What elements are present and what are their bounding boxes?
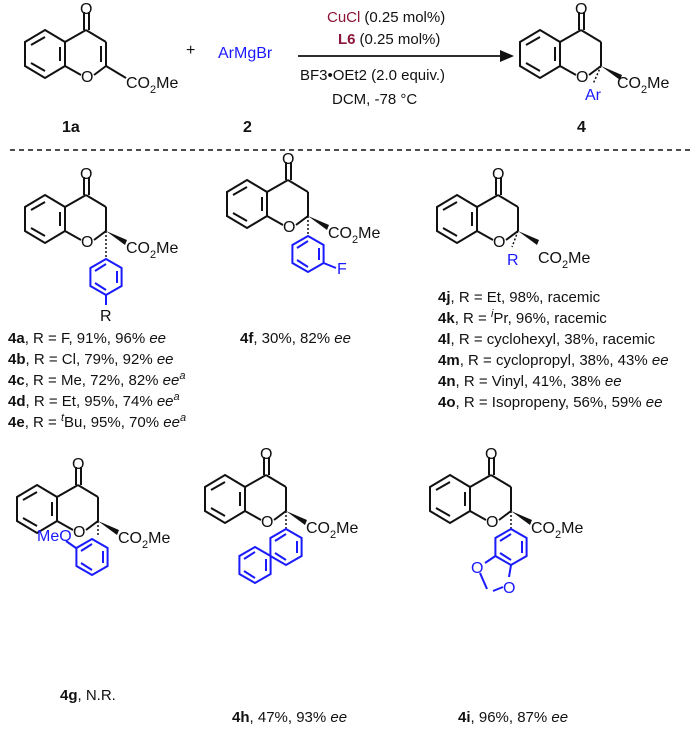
svg-text:O: O [493, 234, 505, 251]
svg-text:CO2Me: CO2Me [538, 250, 590, 271]
plus-sign: + [186, 42, 195, 59]
entry-4g: 4g, N.R. [60, 687, 116, 704]
svg-text:O: O [261, 514, 273, 531]
svg-text:4n, R = Vinyl, 41%, 38% ee: 4n, R = Vinyl, 41%, 38% ee [438, 373, 622, 390]
product-4: O O CO2Me Ar 4 [519, 1, 669, 136]
svg-text:CO2Me: CO2Me [531, 520, 583, 541]
structure-4f: O O CO2Me F [226, 151, 380, 278]
svg-text:Ar: Ar [585, 87, 602, 104]
svg-text:4k, R = iPr, 96%, racemic: 4k, R = iPr, 96%, racemic [438, 308, 607, 327]
reagent-armgbr: ArMgBr [218, 45, 273, 62]
entries-4j-4o: 4j, R = Et, 98%, racemic 4k, R = iPr, 96… [438, 289, 669, 411]
svg-text:CO2Me: CO2Me [306, 520, 358, 541]
r-group: R [507, 252, 519, 269]
entry-4h: 4h, 47%, 93% ee [232, 709, 347, 726]
label-2: 2 [243, 119, 252, 136]
svg-text:CO2Me: CO2Me [328, 225, 380, 246]
svg-text:O: O [80, 166, 92, 183]
structure-4j-4o: O O CO2Me R [436, 166, 590, 271]
svg-text:CO2Me: CO2Me [118, 530, 170, 551]
svg-text:O: O [485, 446, 497, 463]
svg-text:O: O [486, 514, 498, 531]
svg-text:O: O [575, 1, 587, 18]
svg-text:4e, R = tBu, 95%, 70% eea: 4e, R = tBu, 95%, 70% eea [8, 412, 186, 431]
svg-text:4o, R = Isopropeny, 56%, 59% e: 4o, R = Isopropeny, 56%, 59% ee [438, 394, 662, 411]
svg-text:CuCl(0.25 mol%): CuCl(0.25 mol%) [327, 9, 445, 26]
svg-text:CO2Me: CO2Me [126, 240, 178, 261]
svg-text:L6(0.25 mol%): L6(0.25 mol%) [338, 31, 440, 48]
svg-text:O: O [576, 69, 588, 86]
entry-4i: 4i, 96%, 87% ee [458, 709, 568, 726]
svg-text:O: O [260, 446, 272, 463]
svg-text:O: O [81, 234, 93, 251]
svg-text:4a, R = F, 91%, 96% ee: 4a, R = F, 91%, 96% ee [8, 330, 166, 347]
additive: BF3•OEt2 (2.0 equiv.) [300, 67, 445, 84]
structure-4i: O O CO2Me O O [429, 446, 583, 597]
r-group: R [100, 308, 112, 325]
ester-group: CO2Me [126, 75, 178, 96]
svg-text:O: O [72, 456, 84, 473]
svg-text:CO2Me: CO2Me [617, 75, 669, 96]
substrate-1a: O O CO2Me 1a [24, 1, 178, 136]
ligand: L6 [338, 31, 356, 48]
fluorine-atom: F [337, 261, 347, 278]
structure-4h: O O CO2Me [204, 446, 358, 584]
svg-text:4b, R = Cl, 79%, 92% ee: 4b, R = Cl, 79%, 92% ee [8, 351, 174, 368]
arrow-head [500, 50, 514, 62]
svg-text:O: O [282, 151, 294, 168]
methoxy-group: MeO [37, 528, 72, 545]
svg-text:4j, R = Et, 98%, racemic: 4j, R = Et, 98%, racemic [438, 289, 601, 306]
dioxole-oxygen: O [471, 560, 483, 577]
reaction-conditions: CuCl(0.25 mol%) L6(0.25 mol%) BF3•OEt2 (… [298, 9, 514, 108]
svg-text:O: O [283, 219, 295, 236]
label-4: 4 [577, 119, 586, 136]
atom-o: O [80, 1, 92, 18]
label-1a: 1a [62, 119, 80, 136]
entry-4f: 4f, 30%, 82% ee [240, 330, 351, 347]
svg-text:O: O [73, 524, 85, 541]
structure-4a-4e: O O CO2Me R [24, 166, 178, 325]
svg-text:4m, R = cyclopropyl, 38%, 43%: 4m, R = cyclopropyl, 38%, 43% ee [438, 352, 669, 369]
svg-text:O: O [492, 166, 504, 183]
catalyst: CuCl [327, 9, 360, 26]
svg-text:4c, R = Me, 72%, 82% eea: 4c, R = Me, 72%, 82% eea [8, 370, 185, 389]
svg-text:4d, R = Et, 95%, 74% eea: 4d, R = Et, 95%, 74% eea [8, 391, 180, 410]
entries-4a-4e: 4a, R = F, 91%, 96% ee 4b, R = Cl, 79%, … [8, 330, 186, 431]
atom-o: O [81, 69, 93, 86]
dioxole-oxygen: O [503, 580, 515, 597]
structure-4g: O O CO2Me MeO [16, 456, 170, 576]
svg-text:4l, R = cyclohexyl, 38%, racem: 4l, R = cyclohexyl, 38%, racemic [438, 331, 656, 348]
solvent-temperature: DCM, -78 °C [332, 91, 417, 108]
